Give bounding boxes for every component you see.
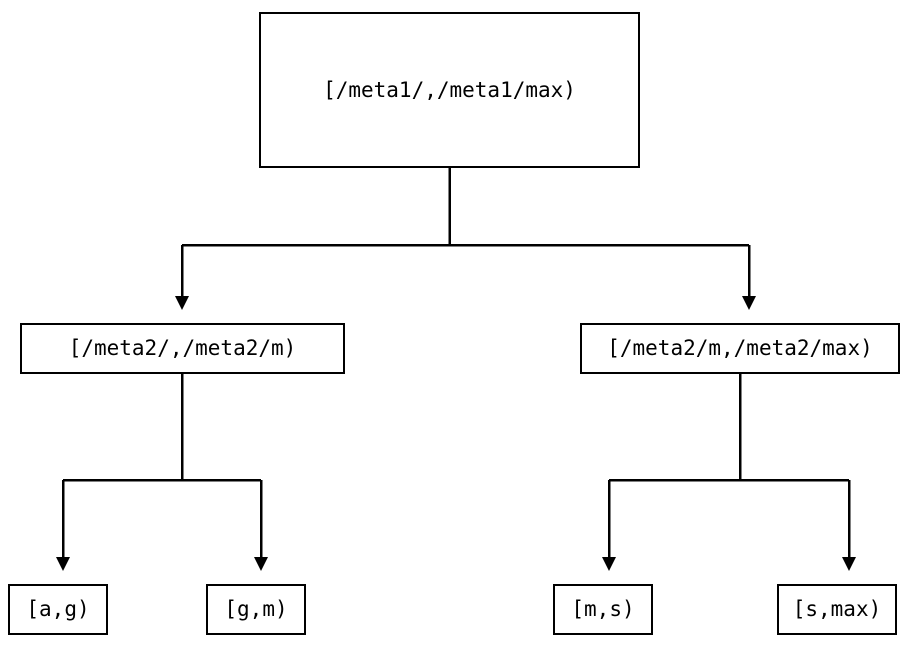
node-leaf-3[interactable]: [m,s) bbox=[553, 584, 653, 635]
node-root-label: [/meta1/,/meta1/max) bbox=[323, 77, 576, 102]
arrowhead-down-icon-mid-left bbox=[175, 296, 189, 310]
node-leaf-4-label: [s,max) bbox=[792, 597, 882, 621]
arrowhead-down-icon-leaf2 bbox=[254, 557, 268, 571]
arrowhead-down-icon-leaf4 bbox=[842, 557, 856, 571]
node-mid-right-label: [/meta2/m,/meta2/max) bbox=[607, 336, 873, 360]
node-root[interactable]: [/meta1/,/meta1/max) bbox=[259, 12, 640, 168]
node-mid-left-label: [/meta2/,/meta2/m) bbox=[68, 336, 297, 360]
node-leaf-1-label: [a,g) bbox=[26, 597, 90, 621]
node-mid-right[interactable]: [/meta2/m,/meta2/max) bbox=[580, 323, 900, 374]
node-leaf-4[interactable]: [s,max) bbox=[777, 584, 897, 635]
node-leaf-1[interactable]: [a,g) bbox=[8, 584, 108, 635]
arrowhead-down-icon-leaf3 bbox=[602, 557, 616, 571]
arrowhead-down-icon-leaf1 bbox=[56, 557, 70, 571]
node-mid-left[interactable]: [/meta2/,/meta2/m) bbox=[20, 323, 345, 374]
node-leaf-3-label: [m,s) bbox=[571, 597, 635, 621]
node-leaf-2-label: [g,m) bbox=[224, 597, 288, 621]
arrowhead-down-icon-mid-right bbox=[742, 296, 756, 310]
node-leaf-2[interactable]: [g,m) bbox=[206, 584, 306, 635]
